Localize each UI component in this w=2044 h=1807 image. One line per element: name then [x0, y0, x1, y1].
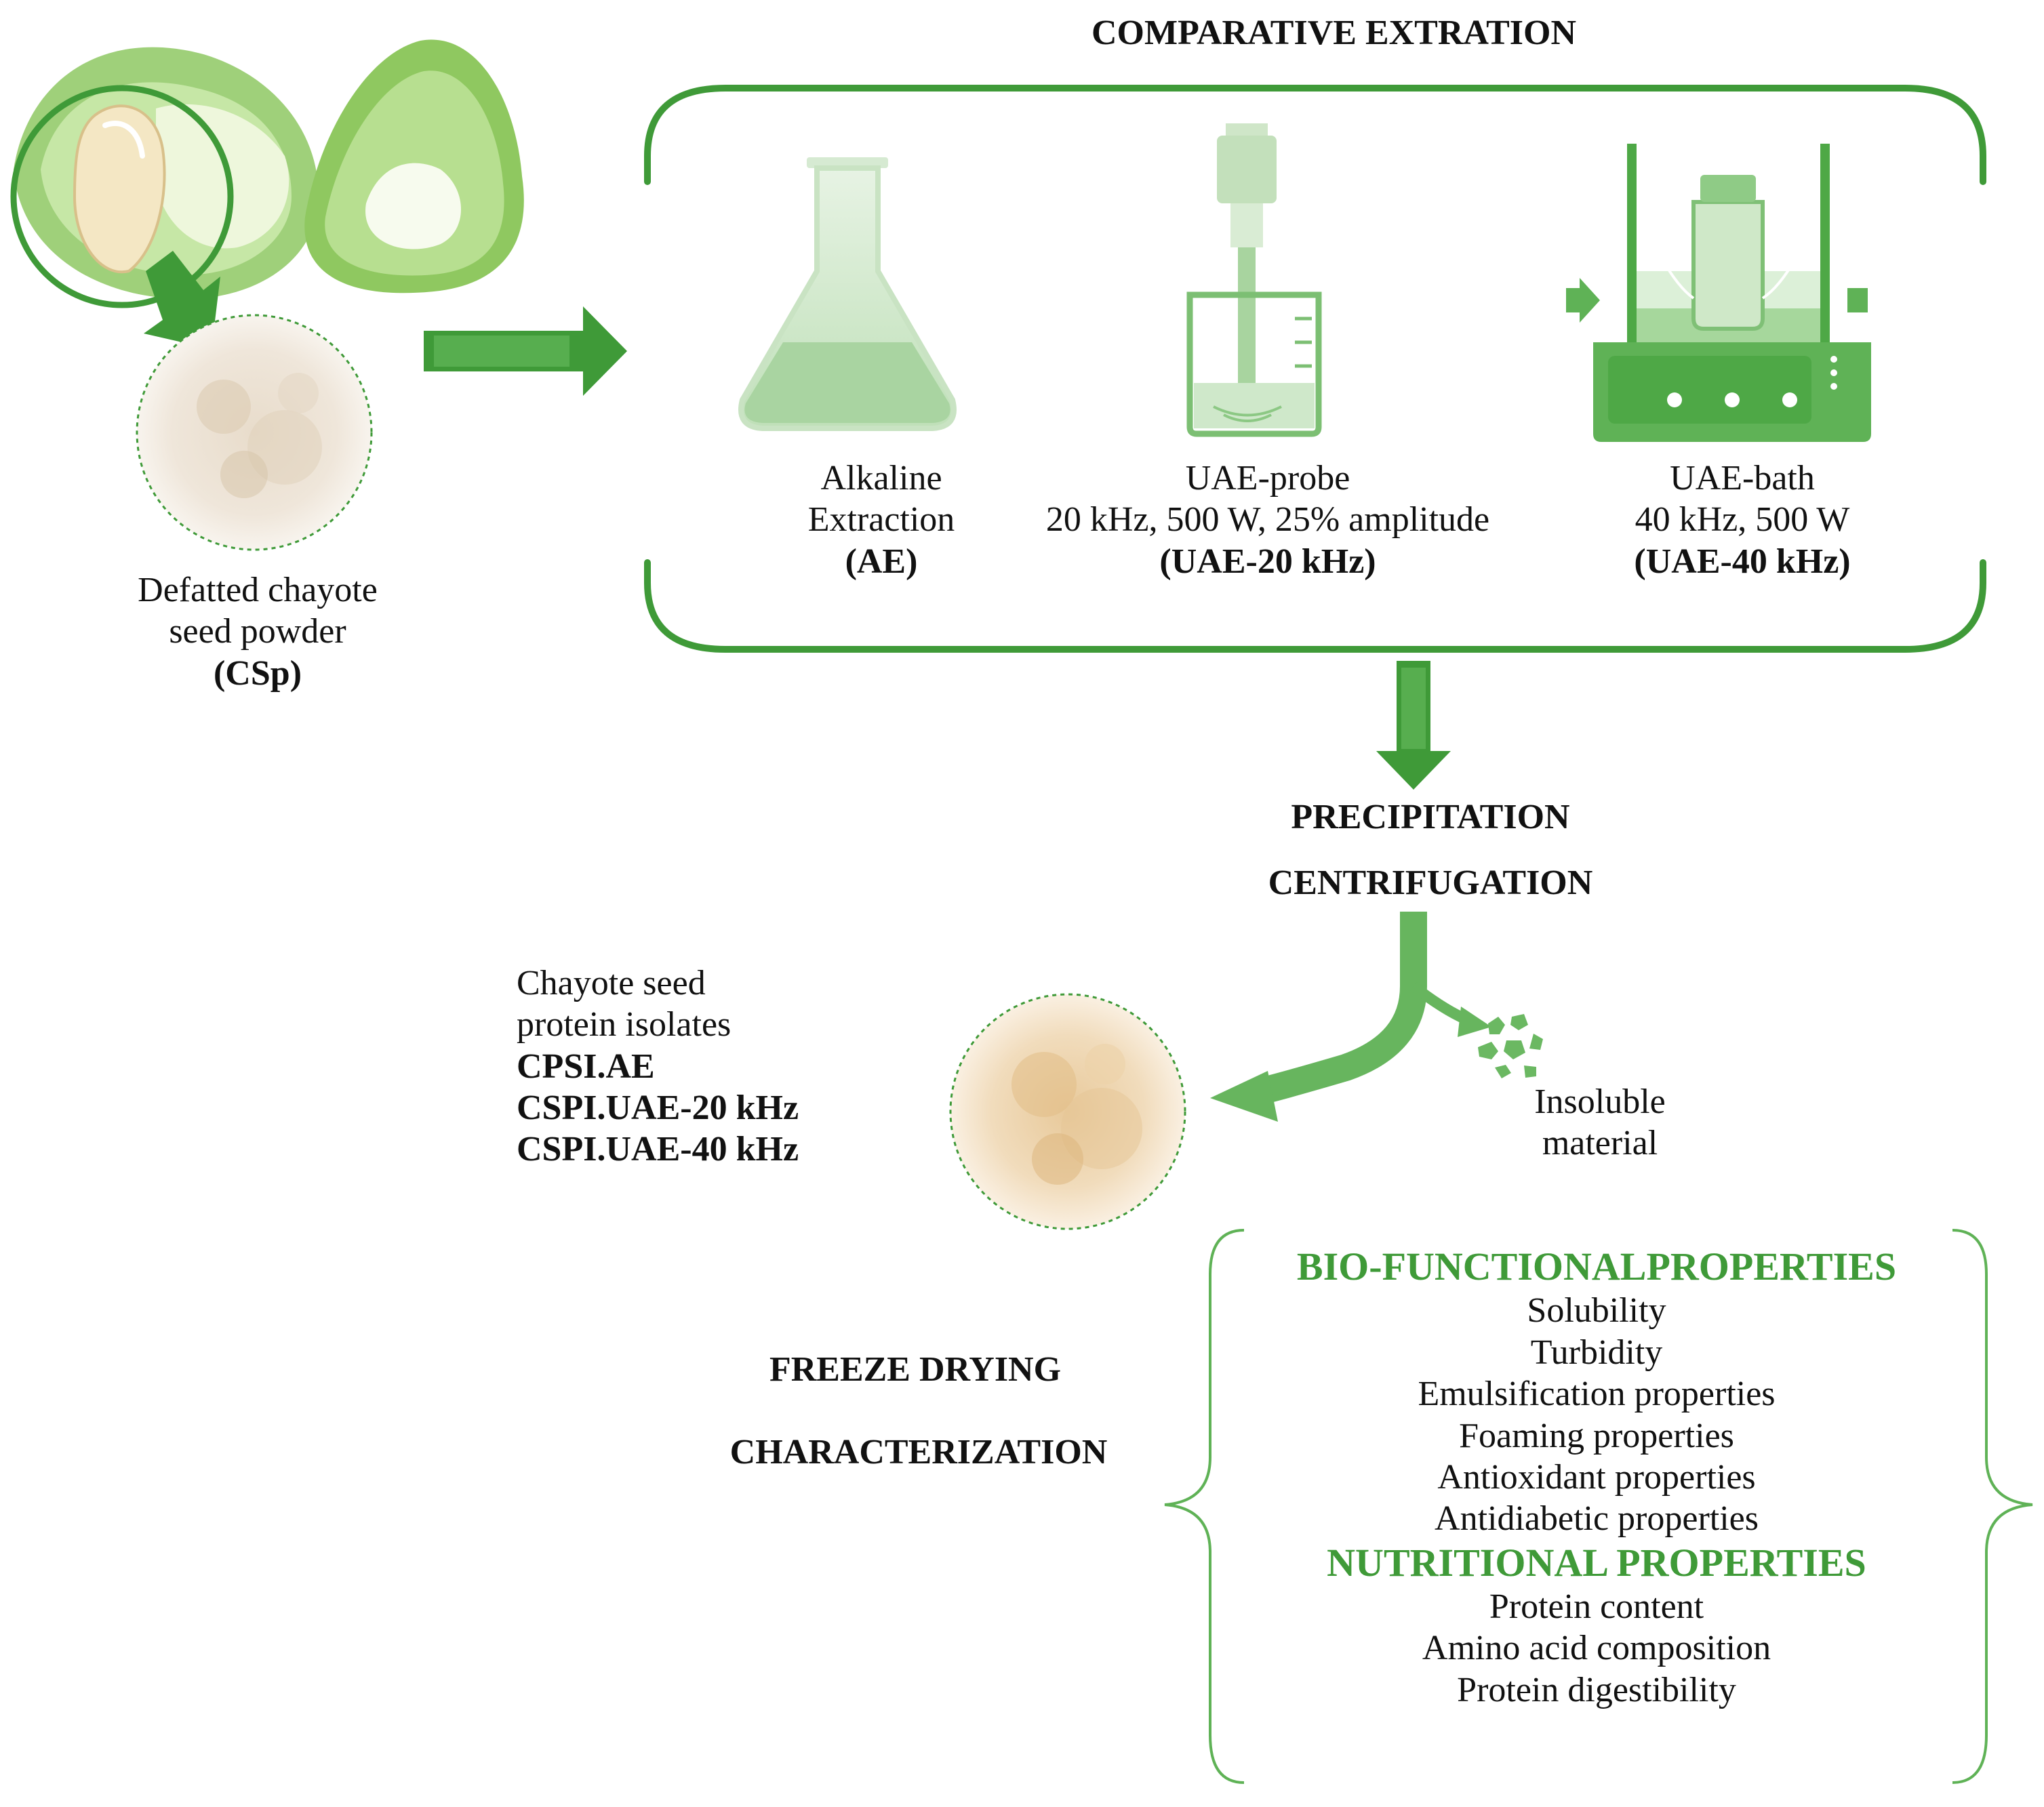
insoluble-material-icon: [1478, 1014, 1543, 1078]
isolates-heading-line: protein isolates: [517, 1005, 732, 1044]
powder-label-line: Defatted chayote: [138, 571, 378, 609]
method-code: (UAE-20 kHz): [1159, 542, 1376, 581]
chayote-cut-flesh: [156, 104, 289, 249]
nutritional-heading: NUTRITIONAL PROPERTIES: [1327, 1540, 1866, 1585]
method-line: Extraction: [807, 500, 955, 540]
insoluble-line: material: [1542, 1124, 1658, 1163]
powder-code: (CSp): [213, 653, 302, 693]
isolates-label: Chayote seed protein isolates CPSI.AE CS…: [517, 962, 799, 1171]
method-probe-label: UAE-probe 20 kHz, 500 W, 25% amplitude (…: [990, 458, 1546, 582]
defatted-powder-image: [136, 314, 373, 551]
bio-functional-item: Turbidity: [1530, 1333, 1663, 1372]
left-brace: [1164, 1229, 1245, 1784]
powder-label: Defatted chayote seed powder (CSp): [102, 569, 414, 694]
isolate-code: CPSI.AE: [517, 1047, 655, 1086]
isolates-heading-line: Chayote seed: [517, 964, 706, 1002]
ultrasonic-bath-icon: [1566, 144, 1871, 442]
seed-to-powder-arrow: [144, 251, 220, 349]
step-freeze-drying: FREEZE DRYING: [769, 1350, 1062, 1389]
nutritional-item: Amino acid composition: [1422, 1629, 1771, 1668]
method-bath-label: UAE-bath 40 kHz, 500 W (UAE-40 kHz): [1573, 458, 1912, 582]
method-line: 20 kHz, 500 W, 25% amplitude: [1045, 500, 1490, 540]
isolate-code: CSPI.UAE-40 kHz: [517, 1130, 799, 1169]
bio-functional-item: Antidiabetic properties: [1435, 1499, 1759, 1539]
method-code: (AE): [845, 542, 918, 581]
seed-highlight-circle: [10, 85, 234, 308]
bio-functional-item: Foaming properties: [1459, 1416, 1734, 1455]
bio-functional-item: Antioxidant properties: [1437, 1457, 1756, 1497]
bio-functional-heading: BIO-FUNCTIONALPROPERTIES: [1296, 1244, 1897, 1288]
nutritional-item: Protein content: [1489, 1587, 1704, 1627]
diagram-title: COMPARATIVE EXTRATION: [1091, 14, 1577, 52]
step-characterization: CHARACTERIZATION: [729, 1433, 1108, 1471]
method-ae-label: Alkaline Extraction (AE): [746, 458, 1017, 582]
nutritional-item: Protein digestibility: [1457, 1670, 1736, 1709]
bio-functional-item: Solubility: [1527, 1291, 1666, 1331]
erlenmeyer-flask-icon: [738, 157, 957, 431]
isolate-code: CSPI.UAE-20 kHz: [517, 1089, 799, 1128]
method-line: UAE-bath: [1670, 459, 1815, 498]
ultrasonic-probe-icon: [1186, 123, 1322, 437]
step-centrifugation: CENTRIFUGATION: [1268, 864, 1593, 902]
isolates-powder-image: [949, 993, 1186, 1230]
method-line: Alkaline: [820, 459, 942, 498]
method-line: UAE-probe: [1185, 459, 1350, 498]
insoluble-label: Insoluble material: [1458, 1081, 1742, 1164]
powder-label-line: seed powder: [169, 612, 346, 651]
properties-list: BIO-FUNCTIONALPROPERTIES Solubility Turb…: [1241, 1244, 1952, 1711]
method-code: (UAE-40 kHz): [1634, 542, 1851, 581]
method-line: 40 kHz, 500 W: [1635, 500, 1850, 540]
extraction-box: [644, 85, 1986, 653]
chayote-fruit-photo: [10, 39, 524, 308]
right-brace: [1952, 1229, 2033, 1784]
step-precipitation: PRECIPITATION: [1291, 798, 1570, 836]
insoluble-line: Insoluble: [1534, 1082, 1666, 1121]
bio-functional-item: Emulsification properties: [1418, 1375, 1776, 1414]
branch-arrow: [1210, 912, 1491, 1122]
